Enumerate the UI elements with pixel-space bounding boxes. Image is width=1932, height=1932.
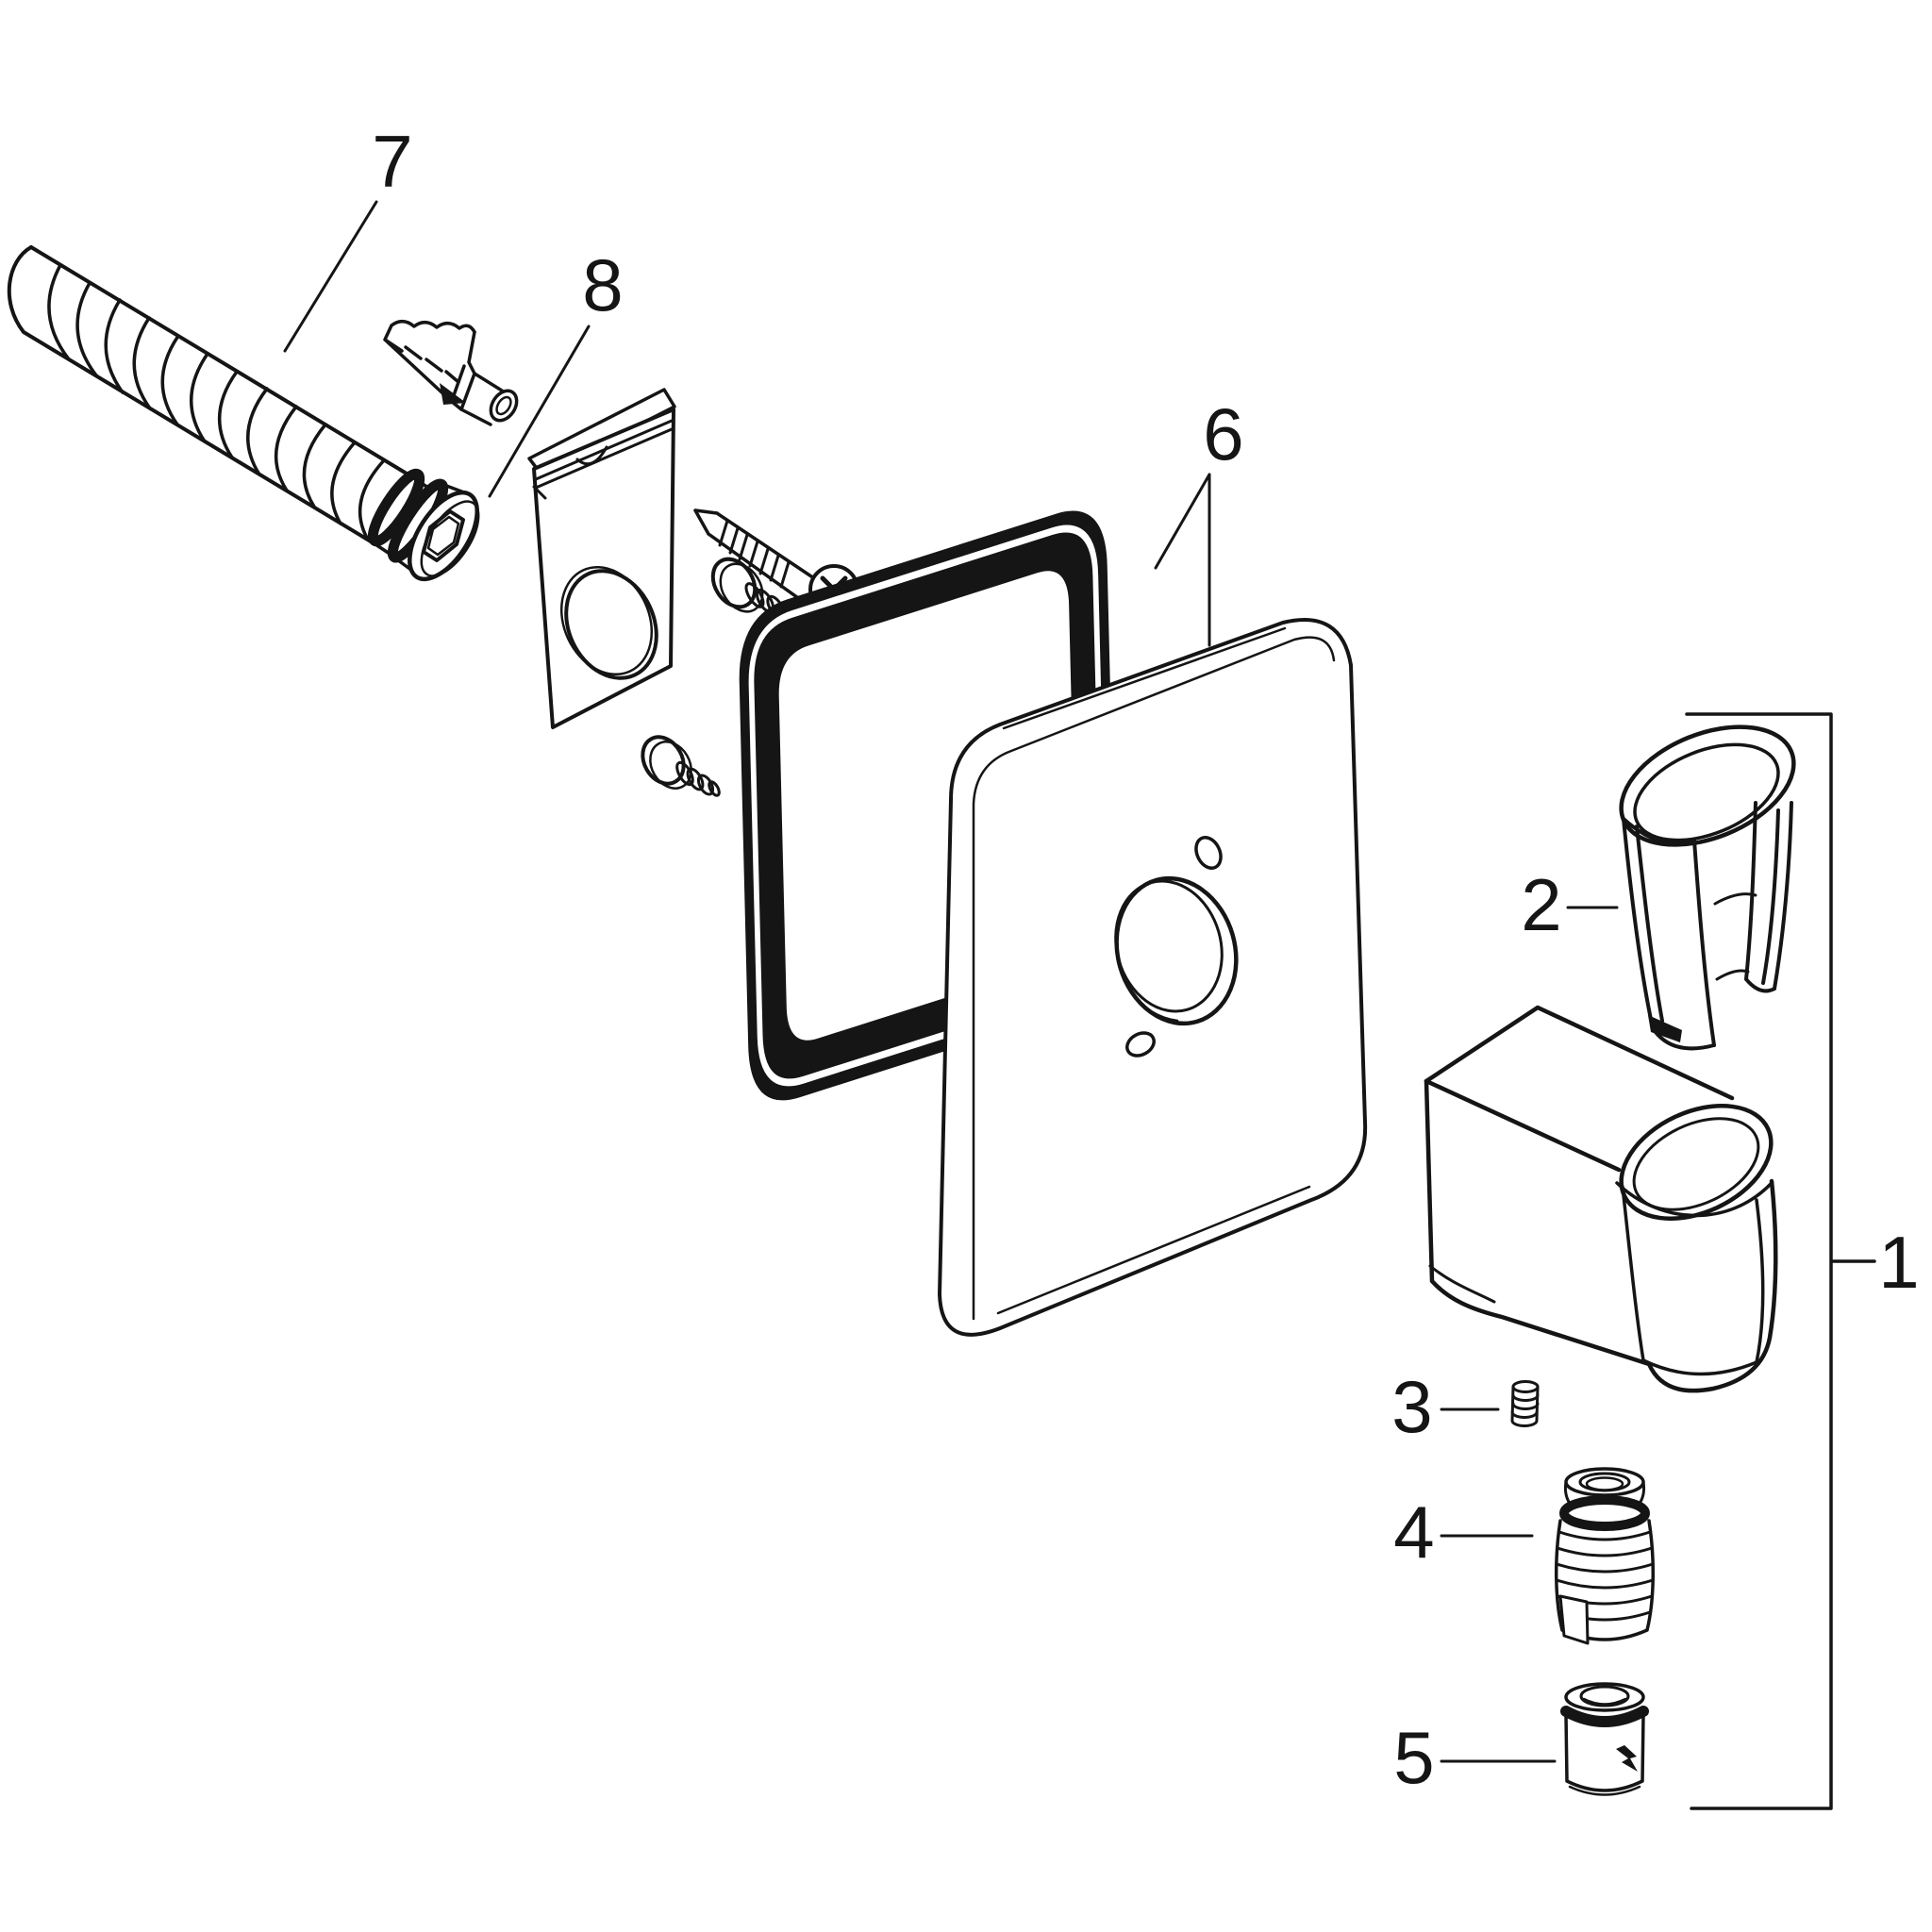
hose-outline — [7, 245, 413, 546]
holder-body — [1424, 1005, 1778, 1393]
clip-right-panel — [1744, 801, 1793, 993]
part-label-8: 8 — [582, 243, 623, 326]
hose-end-fitting — [367, 468, 480, 582]
connector-oring — [1559, 1495, 1650, 1531]
machine-screw-upper — [710, 557, 792, 621]
holder-socket-inner-wall — [1632, 1117, 1760, 1211]
wood-screw-shank — [693, 508, 816, 607]
anchor-ribbed-body — [383, 320, 476, 403]
part-label-7: 7 — [372, 120, 412, 203]
plate-top-edge-line — [1002, 626, 1287, 730]
machine-screw-lower — [641, 735, 721, 797]
valve-top-hole — [1579, 1685, 1630, 1707]
holder-right-shell — [1646, 1178, 1778, 1393]
part-label-4: 4 — [1393, 1491, 1434, 1574]
connector-top-hole-inner — [1585, 1476, 1624, 1491]
leader-line-6-gasket — [1154, 473, 1211, 570]
clip-left-panel — [1622, 817, 1716, 1051]
holder-inner-shell-lines — [1615, 1181, 1774, 1376]
screw-head-rim — [649, 741, 692, 790]
hose-connector-nut — [1554, 1467, 1656, 1645]
escutcheon-plate — [938, 618, 1368, 1337]
callout-bracket-1 — [1685, 712, 1876, 1810]
plate-outline — [938, 618, 1368, 1337]
plate-bevel — [972, 636, 1336, 1321]
bracket-notch — [575, 445, 608, 466]
anchor-open-end-inner — [495, 395, 512, 416]
set-screw-top — [1511, 1380, 1540, 1393]
clip-foot-mark — [1648, 1015, 1682, 1042]
anchor-collar — [449, 330, 476, 411]
hex-socket-inner — [426, 515, 460, 557]
holder-socket-opening — [1619, 1104, 1774, 1221]
connector-step — [1563, 1480, 1646, 1504]
part-label-6: 6 — [1203, 392, 1243, 475]
valve-bottom-rim — [1568, 1785, 1641, 1796]
plate-center-hole-depth — [1114, 879, 1224, 1013]
shower-hose — [7, 245, 480, 582]
check-valve-insert — [1560, 1682, 1649, 1796]
part-label-3: 3 — [1391, 1365, 1432, 1448]
wall-anchor — [383, 320, 519, 426]
hex-socket-recess — [422, 509, 465, 562]
shower-holder-clip — [1619, 724, 1796, 1051]
fitting-end-face — [408, 490, 479, 582]
clip-back-wall-arcs — [1713, 892, 1757, 981]
clip-ring-outer — [1619, 724, 1796, 847]
anchor-open-end — [489, 389, 519, 423]
screw-head-rim — [719, 562, 764, 613]
valve-body — [1564, 1713, 1645, 1792]
holder-near-top-edge — [1424, 1078, 1622, 1173]
part-label-1: 1 — [1878, 1221, 1919, 1304]
plate-screw-hole-bottom — [1125, 1031, 1156, 1058]
holder-lip-line — [1428, 1264, 1496, 1304]
bracket-hole-depth — [559, 565, 654, 676]
part-label-2: 2 — [1521, 863, 1561, 946]
flow-direction-arrow-icon — [1616, 1745, 1638, 1772]
valve-hole-depth — [1582, 1697, 1627, 1706]
leader-line-7 — [283, 200, 378, 353]
set-screw-threads — [1510, 1385, 1540, 1427]
plate-hole-bottom-arc — [1130, 991, 1179, 1023]
valve-black-band — [1560, 1706, 1649, 1727]
connector-thread-ribs — [1555, 1530, 1655, 1622]
connector-facet — [1558, 1594, 1590, 1645]
leader-line-8 — [488, 325, 591, 498]
wood-screw-threads — [718, 519, 791, 589]
gasket-ring — [739, 510, 1117, 1101]
set-screw — [1510, 1380, 1540, 1427]
clip-ring-inner — [1633, 742, 1780, 842]
holder-front-face — [1424, 1078, 1652, 1367]
plate-bottom-edge-line — [996, 1185, 1311, 1315]
bracket-hole — [564, 569, 658, 680]
holder-top-faces — [1424, 1005, 1735, 1101]
plate-screw-hole-top — [1194, 836, 1223, 870]
part-label-5: 5 — [1393, 1716, 1434, 1799]
mounting-bracket-plate — [527, 388, 676, 729]
hose-ribs — [47, 263, 386, 541]
anchor-tube — [459, 372, 504, 426]
